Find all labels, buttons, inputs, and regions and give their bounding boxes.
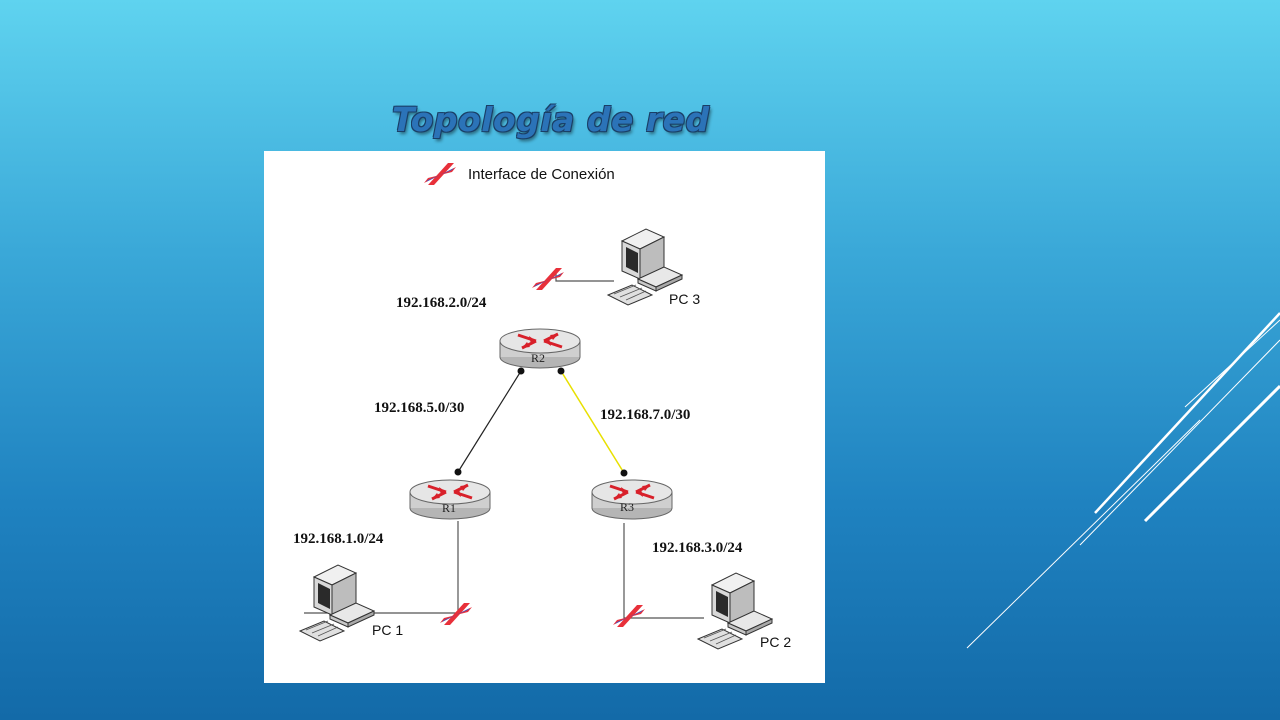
port-dot xyxy=(557,367,565,375)
network-r1-lan-label: 192.168.1.0/24 xyxy=(293,531,384,547)
network-topology-diagram: Interface de Conexión R2 R1 R3 PC 3 PC 1… xyxy=(264,151,825,683)
network-r2-lan-label: 192.168.2.0/24 xyxy=(396,295,487,311)
link-r2-pc3 xyxy=(555,271,614,282)
port-dot xyxy=(517,367,525,375)
link-r3-pc2 xyxy=(623,523,704,619)
pc1-label: PC 1 xyxy=(372,622,404,638)
router-r3-label: R3 xyxy=(619,500,634,514)
interface-connection-icon xyxy=(532,268,564,290)
network-r3-lan-label: 192.168.3.0/24 xyxy=(652,540,743,556)
port-dot xyxy=(454,468,462,476)
pc2-label: PC 2 xyxy=(760,634,792,650)
interface-connection-icon xyxy=(424,163,456,185)
pc1-computer-icon xyxy=(299,564,375,642)
link-r2-r3 xyxy=(560,370,625,474)
slide-title: Topología de red xyxy=(392,100,710,139)
network-r2-r3-label: 192.168.7.0/30 xyxy=(600,407,691,423)
network-r1-r2-label: 192.168.5.0/30 xyxy=(374,400,465,416)
router-r1-label: R1 xyxy=(441,501,456,515)
router-r2-label: R2 xyxy=(530,351,545,365)
legend-label: Interface de Conexión xyxy=(468,166,615,183)
port-dot xyxy=(620,469,628,477)
topology-canvas xyxy=(299,163,773,650)
link-r2-r1 xyxy=(457,370,522,473)
pc3-label: PC 3 xyxy=(669,291,701,307)
interface-connection-icon xyxy=(440,603,472,625)
interface-connection-icon xyxy=(613,605,645,627)
